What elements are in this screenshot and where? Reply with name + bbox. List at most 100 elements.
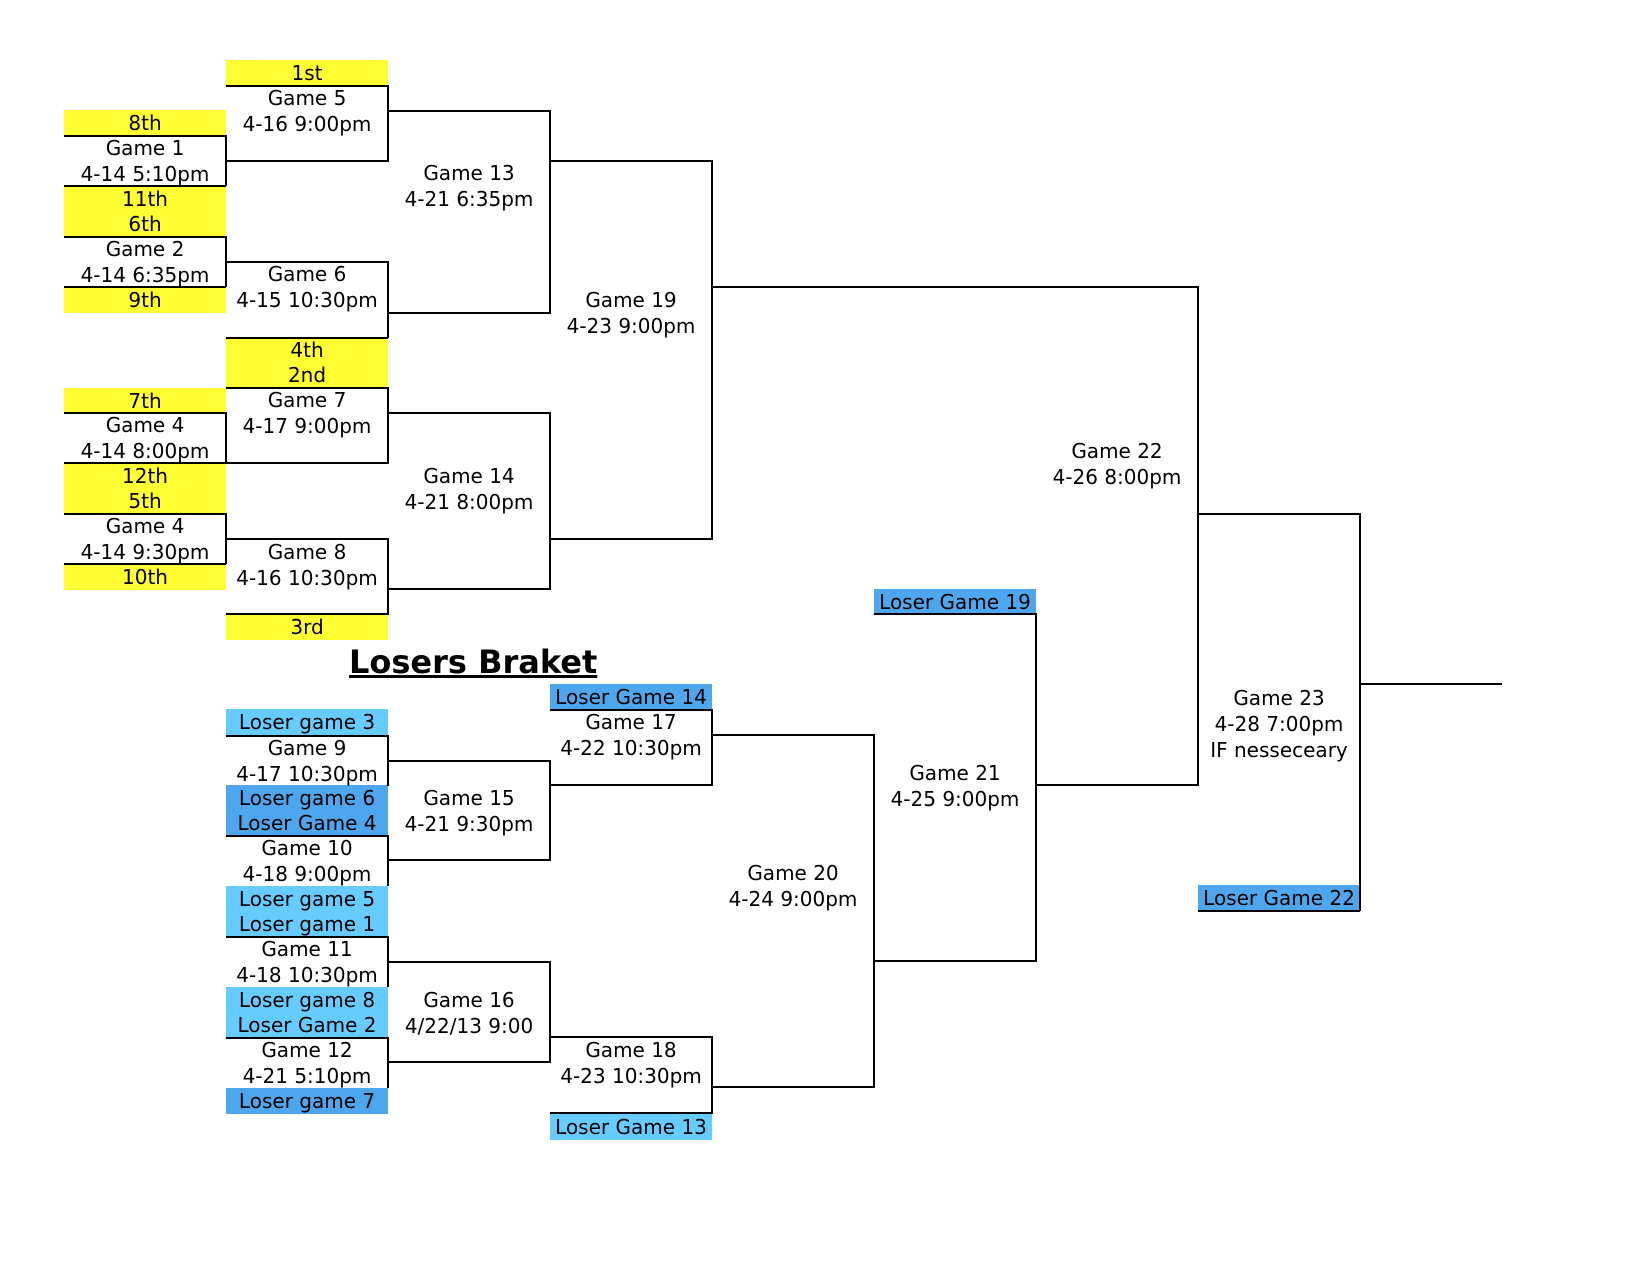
bracket-line	[550, 784, 712, 786]
game-date: 4-21 6:35pm	[404, 187, 534, 211]
loser-label-game-8: Loser game 8	[226, 987, 388, 1013]
bracket-line	[226, 613, 388, 615]
bracket-line	[226, 735, 389, 737]
game-9: Game 9 4-17 10:30pm	[226, 735, 388, 787]
losers-bracket-title: Losers Braket	[349, 643, 598, 681]
bracket-line	[549, 110, 551, 314]
game-name: Game 2	[105, 237, 185, 261]
game-13: Game 13 4-21 6:35pm	[388, 160, 550, 212]
game-22: Game 22 4-26 8:00pm	[1036, 438, 1198, 490]
bracket-line	[1036, 784, 1199, 786]
bracket-line	[225, 412, 227, 463]
game-21: Game 21 4-25 9:00pm	[874, 760, 1036, 812]
game-23: Game 23 4-28 7:00pm IF nesseceary	[1198, 685, 1360, 763]
seed-label-3rd: 3rd	[226, 614, 388, 640]
game-name: Game 5	[267, 86, 347, 110]
bracket-line	[387, 261, 389, 338]
game-date: 4-26 8:00pm	[1052, 465, 1182, 489]
bracket-line	[226, 462, 388, 464]
game-name: Game 18	[585, 1038, 677, 1062]
loser-label-game-6: Loser game 6	[226, 785, 388, 811]
game-2: Game 2 4-14 6:35pm	[64, 236, 226, 288]
seed-label-1st: 1st	[226, 60, 388, 86]
game-date: 4-14 6:35pm	[80, 263, 210, 287]
bracket-line	[226, 387, 389, 389]
bracket-line	[226, 85, 389, 87]
bracket-line	[226, 337, 388, 339]
seed-label-5th: 5th	[64, 488, 226, 514]
seed-label-2nd: 2nd	[226, 362, 388, 388]
game-date: 4-16 9:00pm	[242, 112, 372, 136]
game-date: 4-18 10:30pm	[236, 963, 378, 987]
game-11: Game 11 4-18 10:30pm	[226, 936, 388, 988]
bracket-line	[712, 1086, 874, 1088]
game-name: Game 7	[267, 388, 347, 412]
game-10: Game 10 4-18 9:00pm	[226, 835, 388, 887]
bracket-line	[388, 588, 550, 590]
game-date: 4-21 5:10pm	[242, 1064, 372, 1088]
game-name: Game 12	[261, 1038, 353, 1062]
game-date: 4-24 9:00pm	[728, 887, 858, 911]
game-date: 4-17 9:00pm	[242, 414, 372, 438]
bracket-line	[64, 563, 226, 565]
game-12: Game 12 4-21 5:10pm	[226, 1037, 388, 1089]
game-18: Game 18 4-23 10:30pm	[550, 1037, 712, 1089]
label-underline	[874, 613, 1036, 615]
loser-label-game-7: Loser game 7	[226, 1088, 388, 1114]
bracket-line	[226, 936, 389, 938]
bracket-line	[711, 160, 713, 540]
loser-label-game-22: Loser Game 22	[1198, 885, 1360, 911]
game-date: 4-16 10:30pm	[236, 566, 378, 590]
bracket-line	[64, 185, 226, 187]
game-6: Game 6 4-15 10:30pm	[226, 261, 388, 313]
bracket-line	[549, 412, 551, 590]
bracket-line	[1198, 513, 1361, 515]
bracket-line	[64, 286, 226, 288]
loser-label-game-19: Loser Game 19	[874, 589, 1036, 615]
game-date: 4-14 8:00pm	[80, 439, 210, 463]
bracket-line	[550, 1036, 713, 1038]
bracket-line	[388, 961, 551, 963]
game-note: IF nesseceary	[1210, 738, 1348, 762]
seed-label-10th: 10th	[64, 564, 226, 590]
game-date: 4-14 9:30pm	[80, 540, 210, 564]
bracket-line	[711, 709, 713, 786]
game-name: Game 16	[423, 988, 515, 1012]
game-name: Game 20	[747, 861, 839, 885]
game-19: Game 19 4-23 9:00pm	[550, 287, 712, 339]
game-date: 4-14 5:10pm	[80, 162, 210, 186]
game-1: Game 1 4-14 5:10pm	[64, 135, 226, 187]
bracket-line	[550, 160, 713, 162]
loser-label-game-2: Loser Game 2	[226, 1012, 388, 1038]
seed-label-8th: 8th	[64, 110, 226, 136]
game-date: 4-18 9:00pm	[242, 862, 372, 886]
bracket-line	[64, 135, 226, 137]
game-7: Game 7 4-17 9:00pm	[226, 387, 388, 439]
game-name: Game 10	[261, 836, 353, 860]
game-20: Game 20 4-24 9:00pm	[712, 860, 874, 912]
bracket-line	[550, 709, 713, 711]
game-date: 4-21 9:30pm	[404, 812, 534, 836]
bracket-line	[873, 734, 875, 1088]
bracket-line	[64, 236, 226, 238]
loser-label-game-3: Loser game 3	[226, 709, 388, 735]
bracket-line	[387, 387, 389, 464]
bracket-line	[712, 286, 1199, 288]
game-date: 4-17 10:30pm	[236, 762, 378, 786]
game-5: Game 5 4-16 9:00pm	[226, 85, 388, 137]
loser-label-game-4: Loser Game 4	[226, 810, 388, 836]
loser-label-game-5: Loser game 5	[226, 886, 388, 912]
bracket-line	[1360, 683, 1502, 685]
loser-label-game-14: Loser Game 14	[550, 684, 712, 710]
bracket-line	[549, 961, 551, 1063]
loser-label-game-13: Loser Game 13	[550, 1114, 712, 1140]
game-date: 4-21 8:00pm	[404, 490, 534, 514]
game-name: Game 6	[267, 262, 347, 286]
game-name: Game 17	[585, 710, 677, 734]
game-name: Game 11	[261, 937, 353, 961]
game-name: Game 13	[423, 161, 515, 185]
game-date: 4/22/13 9:00	[404, 1014, 534, 1038]
game-14: Game 14 4-21 8:00pm	[388, 463, 550, 515]
game-8: Game 8 4-16 10:30pm	[226, 539, 388, 591]
bracket-line	[226, 1037, 389, 1039]
